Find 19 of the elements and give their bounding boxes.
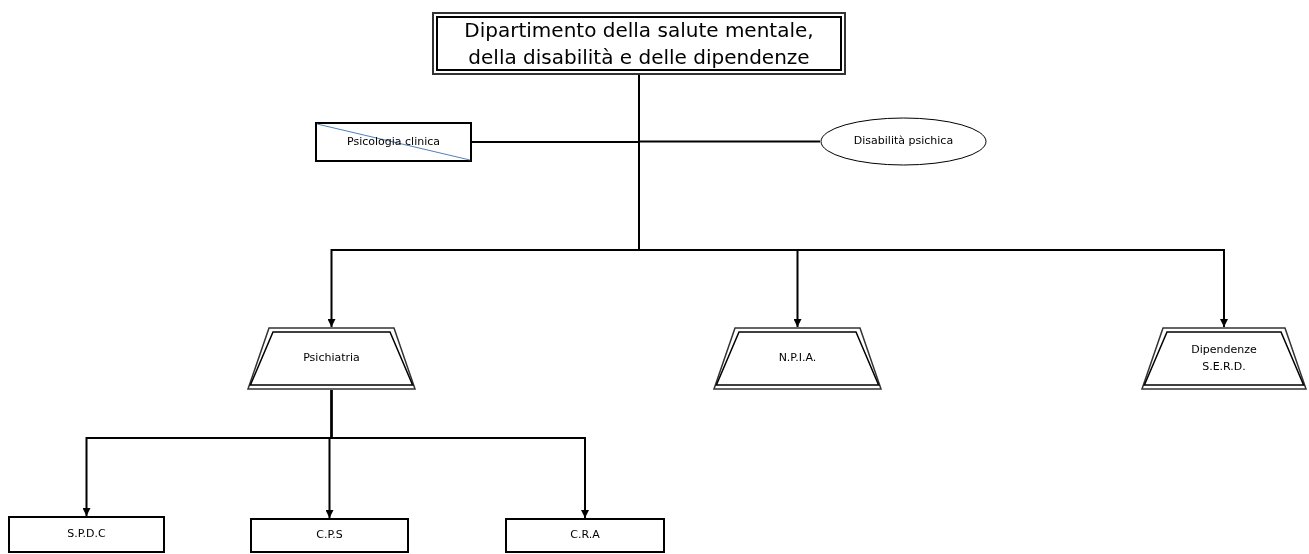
division-trapezoid bbox=[247, 327, 416, 390]
node-label: C.P.S bbox=[316, 527, 343, 544]
node-label: Psicologia clinica bbox=[346, 133, 440, 150]
service-box bbox=[505, 518, 665, 553]
node-label: N.P.I.A. bbox=[778, 350, 817, 367]
service-box bbox=[8, 516, 165, 553]
node-label: Disabilità psichica bbox=[853, 133, 954, 150]
node-label: Psichiatria bbox=[303, 350, 360, 367]
connector bbox=[330, 389, 589, 519]
service-box bbox=[250, 518, 409, 553]
division-trapezoid bbox=[713, 327, 882, 390]
unit-ellipse bbox=[820, 117, 987, 166]
unit-box bbox=[315, 122, 472, 162]
node-label: Dipendenze S.E.R.D. bbox=[1190, 342, 1258, 375]
department-box bbox=[432, 12, 846, 75]
node-label: Dipartimento della salute mentale, della disabilità e delle dipendenze bbox=[463, 16, 815, 71]
division-trapezoid bbox=[1141, 327, 1307, 390]
node-label: S.P.D.C bbox=[67, 526, 106, 543]
node-label: C.R.A bbox=[570, 527, 600, 544]
